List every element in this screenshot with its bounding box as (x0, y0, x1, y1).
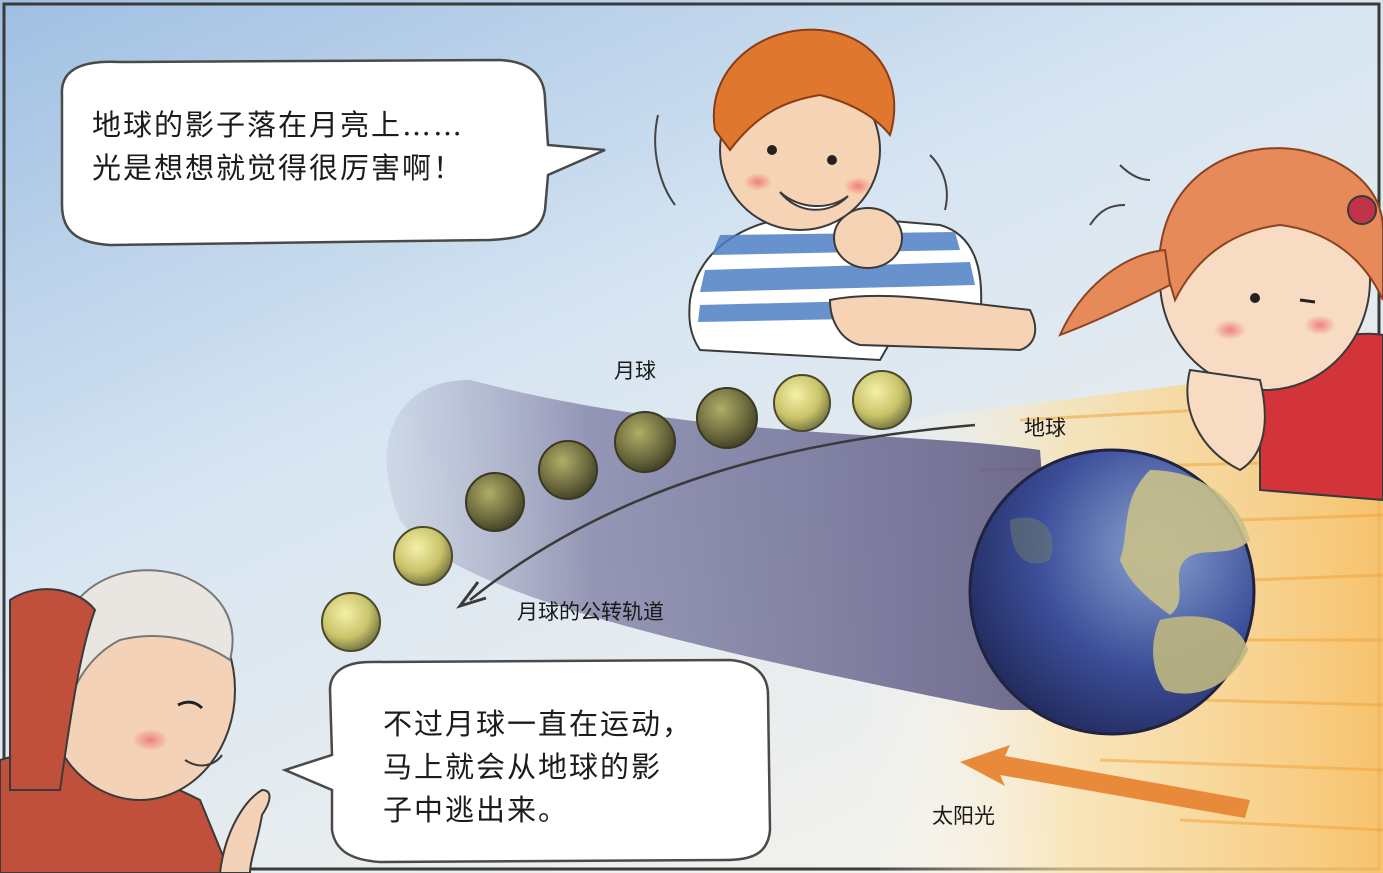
girl-eye-left (1250, 293, 1260, 303)
girl-pigtail (1058, 248, 1172, 337)
moon-6 (465, 472, 525, 532)
boy-grin (779, 191, 849, 211)
boy-fist (833, 207, 903, 269)
speech-line: 马上就会从地球的影 (383, 750, 663, 784)
grandmother-character (0, 569, 271, 873)
label-moon: 月球 (614, 359, 656, 383)
girl-eye-right (1299, 298, 1316, 304)
moon-1 (852, 370, 912, 430)
speech-bubble-top-left (60, 58, 606, 247)
earth-land-3 (1010, 517, 1053, 564)
moon-orbit-path (469, 423, 976, 601)
moon-2 (773, 374, 831, 432)
label-earth: 地球 (1024, 416, 1066, 440)
label-moon-orbit: 月球的公转轨道 (517, 600, 664, 624)
speech-line: 不过月球一直在运动， (383, 707, 694, 741)
orbit-arrowhead (456, 581, 487, 609)
speech-line: 光是想想就觉得很厉害啊！ (92, 151, 465, 185)
grandma-smile (184, 754, 223, 767)
moon-4 (614, 411, 676, 473)
boy-eye-left (767, 145, 777, 155)
girl-character (1058, 147, 1383, 502)
boy-eye-right (827, 155, 837, 165)
moon-7 (393, 526, 453, 586)
earth-globe (968, 448, 1256, 736)
earth-land-2 (1153, 616, 1248, 694)
boy-hair (712, 28, 896, 152)
girl-hand (1186, 368, 1266, 472)
boy-character (654, 28, 1037, 362)
moon-5 (538, 440, 598, 500)
grandma-hair (58, 569, 234, 701)
speech-bubble-bottom (281, 658, 772, 864)
earth-land-1 (1120, 470, 1250, 615)
label-sunlight: 太阳光 (932, 804, 995, 828)
moon-sequence (321, 370, 912, 652)
moon-8 (321, 592, 381, 652)
grandma-headscarf (9, 588, 97, 791)
boy-motion-lines (654, 114, 948, 211)
sunlight-arrow (960, 745, 1250, 818)
girl-hair-tie (1347, 195, 1377, 225)
moon-3 (696, 387, 758, 449)
speech-line: 子中逃出来。 (383, 793, 570, 827)
girl-motion-lines (1089, 164, 1151, 226)
speech-text-bottom: 不过月球一直在运动， 马上就会从地球的影 子中逃出来。 (383, 703, 693, 832)
speech-text-top-left: 地球的影子落在月亮上…… 光是想想就觉得很厉害啊！ (92, 104, 464, 190)
boy-arm (828, 294, 1037, 352)
grandma-eye (177, 700, 204, 710)
speech-line: 地球的影子落在月亮上…… (92, 108, 465, 142)
grandma-pointing-hand (218, 788, 271, 873)
